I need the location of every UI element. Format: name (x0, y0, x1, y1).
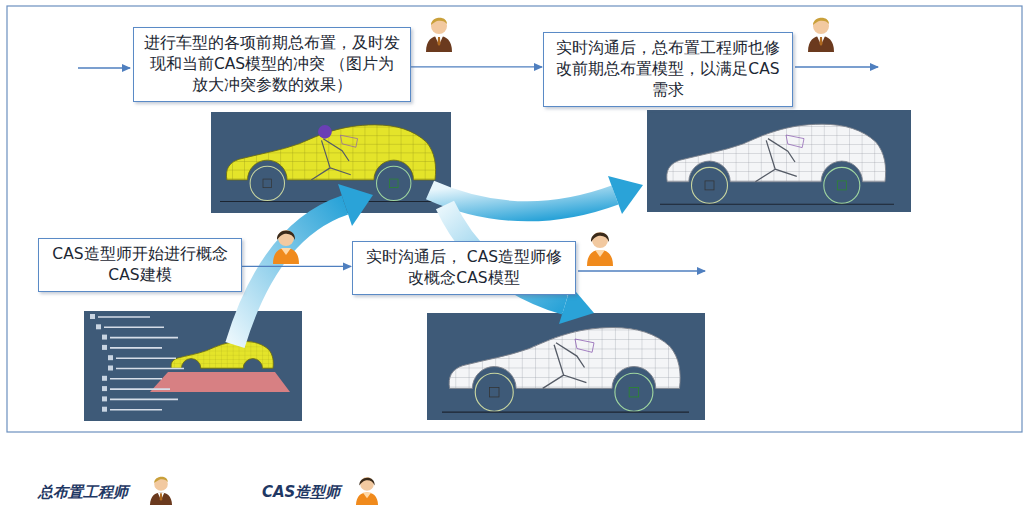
model-tree-image (84, 311, 302, 421)
tree-row (110, 347, 162, 349)
flow-arrow (795, 66, 878, 67)
box-text: 进行车型的各项前期总布置，及时发 现和当前CAS模型的冲突 （图片为放大冲突参数… (142, 33, 402, 96)
car-image (427, 313, 705, 420)
tree-icon (102, 345, 107, 350)
tree-icon (108, 355, 113, 360)
tree-icon (96, 324, 101, 329)
tree-row (116, 368, 184, 370)
legend-item: 总布置工程师 (38, 482, 128, 502)
tree-row (110, 337, 178, 339)
designer-icon (587, 232, 613, 266)
flow-arrow (578, 270, 705, 271)
tree-row (104, 326, 164, 328)
flow-arrow (411, 66, 542, 67)
tree-icon (102, 396, 107, 401)
tree-row (110, 388, 170, 390)
designer-icon (356, 477, 378, 505)
designer-icon (273, 230, 299, 264)
tree-icon (108, 366, 113, 371)
tree-row (116, 357, 176, 359)
tree-icon (102, 407, 107, 412)
car-image (211, 112, 451, 213)
tree-icon (102, 376, 107, 381)
flow-arrow (242, 266, 351, 267)
box-text: 实时沟通后，总布置工程师也修 改前期总布置模型，以满足CAS 需求 (552, 38, 784, 101)
tree-row (110, 409, 162, 411)
tree-row (98, 316, 150, 318)
tree-icon (102, 335, 107, 340)
tree-icon (102, 386, 107, 391)
flow-arrow (78, 67, 130, 68)
engineer-icon (150, 477, 172, 505)
panel-frame (7, 6, 1022, 432)
legend-item: CAS造型师 (262, 482, 340, 502)
process-box: 进行车型的各项前期总布置，及时发 现和当前CAS模型的冲突 （图片为放大冲突参数… (133, 27, 411, 102)
process-box: CAS造型师开始进行概念 CAS建模 (38, 238, 242, 292)
car-image (647, 110, 911, 212)
box-text: CAS造型师开始进行概念 CAS建模 (47, 244, 233, 286)
big-curved-arrow (430, 176, 643, 214)
engineer-icon (426, 18, 452, 52)
process-box: 实时沟通后， CAS造型师修 改概念CAS模型 (352, 241, 576, 295)
tree-row (110, 399, 178, 401)
process-box: 实时沟通后，总布置工程师也修 改前期总布置模型，以满足CAS 需求 (543, 32, 793, 107)
engineer-icon (808, 18, 834, 52)
tree-row (110, 378, 162, 380)
box-text: 实时沟通后， CAS造型师修 改概念CAS模型 (361, 247, 567, 289)
legend-text: CAS造型师 (262, 483, 340, 501)
tree-icon (90, 314, 95, 319)
legend-text: 总布置工程师 (38, 483, 128, 501)
